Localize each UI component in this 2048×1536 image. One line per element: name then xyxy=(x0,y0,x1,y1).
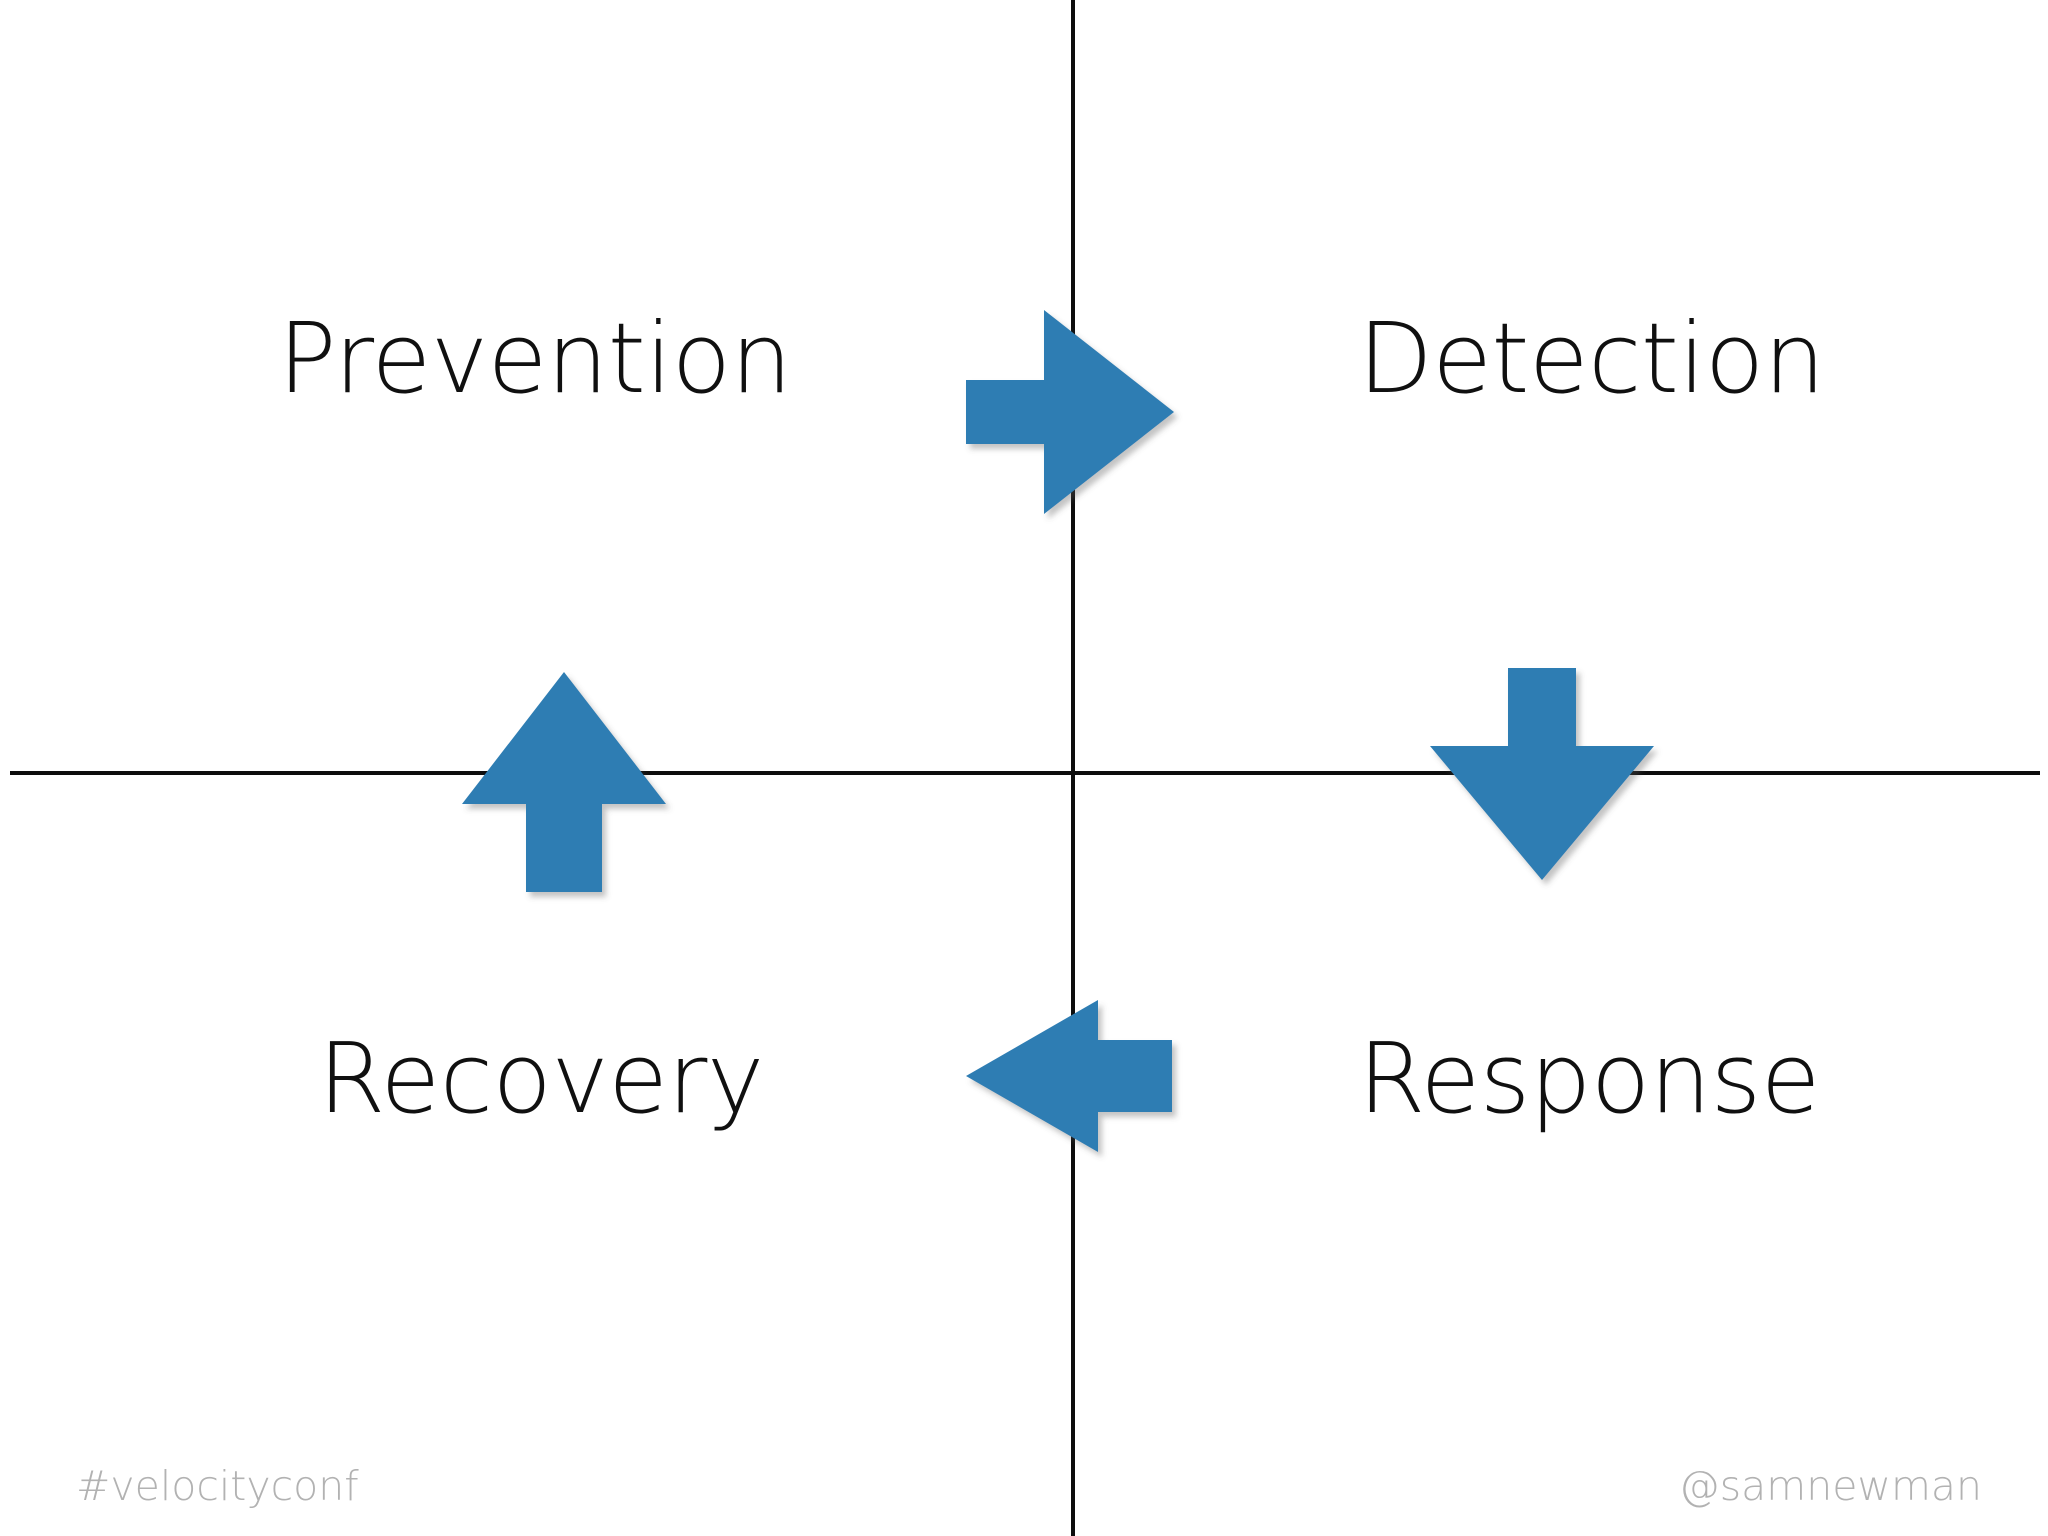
arrow-up-icon xyxy=(462,672,666,892)
quadrant-label-detection: Detection xyxy=(1358,302,1825,415)
quadrant-label-response: Response xyxy=(1358,1022,1820,1135)
footer-handle: @samnewman xyxy=(1678,1462,1982,1510)
arrow-left-icon xyxy=(966,1000,1172,1152)
arrow-right-icon xyxy=(966,310,1174,514)
quadrant-label-recovery: Recovery xyxy=(318,1022,764,1135)
arrow-down-icon xyxy=(1430,668,1654,880)
quadrant-label-prevention: Prevention xyxy=(278,302,792,415)
footer-hashtag: #velocityconf xyxy=(76,1462,359,1510)
vertical-axis-line xyxy=(1071,0,1075,1536)
horizontal-axis-line xyxy=(10,771,2040,775)
